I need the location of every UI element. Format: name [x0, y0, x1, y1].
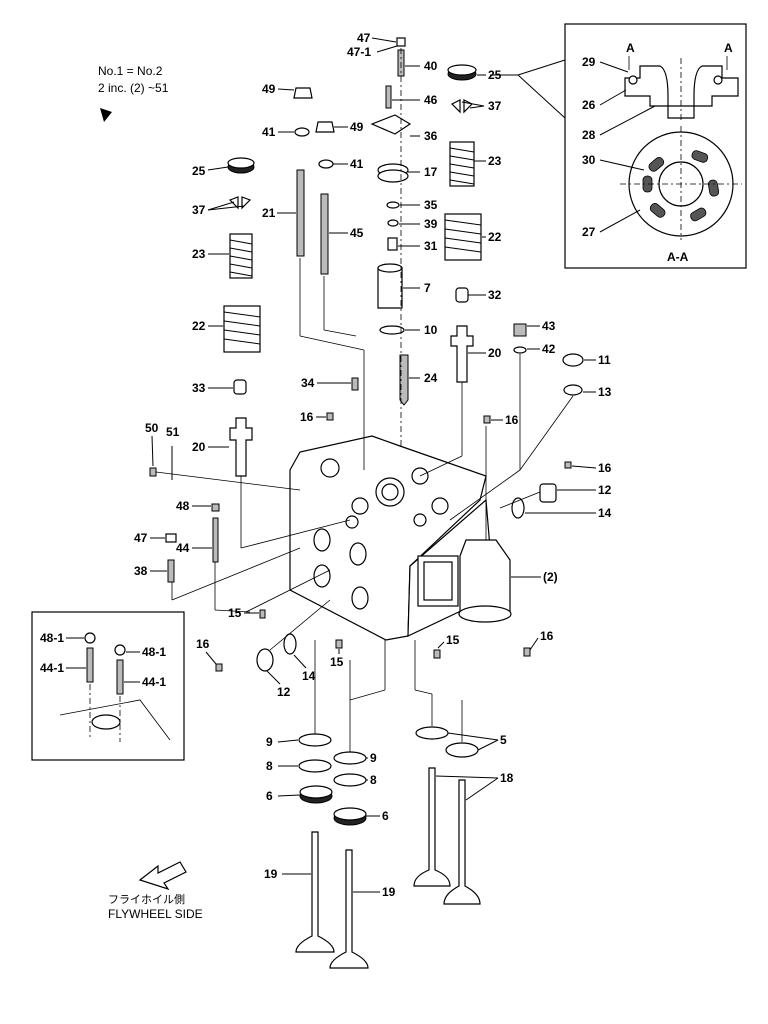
- label-40: 40: [424, 59, 438, 73]
- label-48: 48: [176, 499, 190, 513]
- label-part-2: (2): [543, 570, 558, 584]
- label-14-left: 14: [302, 669, 316, 683]
- view-direction-arrow: [100, 108, 112, 122]
- section-mark-a-left: A: [626, 41, 635, 55]
- label-19-left: 19: [264, 867, 278, 881]
- label-49-left: 49: [262, 82, 276, 96]
- label-12-left: 12: [277, 685, 291, 699]
- label-17: 17: [424, 165, 438, 179]
- label-16-c: 16: [598, 461, 612, 475]
- label-45: 45: [350, 226, 364, 240]
- label-14-right: 14: [598, 506, 612, 520]
- label-22-right: 22: [488, 230, 502, 244]
- label-9-right: 9: [370, 751, 377, 765]
- injector-stack: [370, 37, 412, 470]
- label-31: 31: [424, 239, 438, 253]
- note-line-2: 2 inc. (2) ~51: [98, 81, 169, 95]
- label-35: 35: [424, 198, 438, 212]
- label-6-left: 6: [266, 789, 273, 803]
- label-37-left: 37: [192, 203, 206, 217]
- label-19-right: 19: [382, 885, 396, 899]
- label-23-left: 23: [192, 247, 206, 261]
- label-8-right: 8: [370, 773, 377, 787]
- label-5: 5: [500, 733, 507, 747]
- label-48-1-left: 48-1: [40, 631, 64, 645]
- label-25-right: 25: [488, 68, 502, 82]
- label-8-left: 8: [266, 759, 273, 773]
- section-caption: A-A: [667, 250, 689, 264]
- label-26: 26: [582, 98, 596, 112]
- label-16-b: 16: [505, 413, 519, 427]
- label-50: 50: [145, 421, 159, 435]
- label-32: 32: [488, 288, 502, 302]
- section-mark-a-right: A: [724, 41, 733, 55]
- label-42: 42: [542, 342, 556, 356]
- label-39: 39: [424, 217, 438, 231]
- flywheel-side-jp: フライホイル側: [108, 893, 185, 906]
- stud-detail-inset: 48-1 44-1 48-1 44-1: [31, 611, 185, 761]
- label-44-1-left: 44-1: [40, 661, 64, 675]
- label-27: 27: [582, 225, 596, 239]
- label-20-right: 20: [488, 346, 502, 360]
- flywheel-side-indicator: フライホイル側 FLYWHEEL SIDE: [108, 861, 203, 921]
- label-23-right: 23: [488, 154, 502, 168]
- label-43: 43: [542, 319, 556, 333]
- label-21: 21: [262, 206, 276, 220]
- label-47: 47: [357, 31, 371, 45]
- label-28: 28: [582, 128, 596, 142]
- label-6-right: 6: [382, 809, 389, 823]
- part-callouts: 47 47-1 40 25 49 46 37 41 49 36 41 17 25…: [134, 31, 612, 899]
- label-24: 24: [424, 371, 438, 385]
- label-44-1-right: 44-1: [142, 675, 166, 689]
- section-a-a-inset: A A A-A 29 26 28 30 27: [564, 23, 747, 269]
- label-10: 10: [424, 323, 438, 337]
- label-12-right: 12: [598, 483, 612, 497]
- label-16-d: 16: [196, 637, 210, 651]
- label-47-left: 47: [134, 531, 148, 545]
- cylinder-head-block: [289, 435, 512, 641]
- label-22-left: 22: [192, 319, 206, 333]
- label-15-c: 15: [330, 655, 344, 669]
- label-48-1-right: 48-1: [142, 645, 166, 659]
- label-16-a: 16: [300, 410, 314, 424]
- label-41-center: 41: [350, 157, 364, 171]
- flywheel-side-en: FLYWHEEL SIDE: [108, 907, 203, 921]
- label-37-right: 37: [488, 99, 502, 113]
- label-13: 13: [598, 385, 612, 399]
- label-51: 51: [166, 425, 180, 439]
- label-9-left: 9: [266, 735, 273, 749]
- label-34: 34: [301, 376, 315, 390]
- label-33: 33: [192, 381, 206, 395]
- label-20-left: 20: [192, 440, 206, 454]
- label-15-a: 15: [228, 606, 242, 620]
- right-valve-train: [444, 64, 482, 383]
- label-16-e: 16: [540, 629, 554, 643]
- label-44: 44: [176, 541, 190, 555]
- label-25-left: 25: [192, 164, 206, 178]
- label-11: 11: [598, 353, 611, 367]
- lower-valves: [295, 726, 481, 969]
- label-30: 30: [582, 153, 596, 167]
- label-7: 7: [424, 281, 431, 295]
- label-46: 46: [424, 93, 438, 107]
- label-41-left: 41: [262, 125, 276, 139]
- label-47-1: 47-1: [347, 45, 371, 59]
- label-49-center: 49: [350, 120, 364, 134]
- label-29: 29: [582, 55, 596, 69]
- label-38: 38: [134, 564, 148, 578]
- assembly-lines: [155, 258, 574, 752]
- label-15-b: 15: [446, 633, 460, 647]
- label-18: 18: [500, 771, 514, 785]
- note-line-1: No.1 = No.2: [98, 64, 163, 78]
- label-36: 36: [424, 129, 438, 143]
- left-valve-train: [223, 87, 335, 477]
